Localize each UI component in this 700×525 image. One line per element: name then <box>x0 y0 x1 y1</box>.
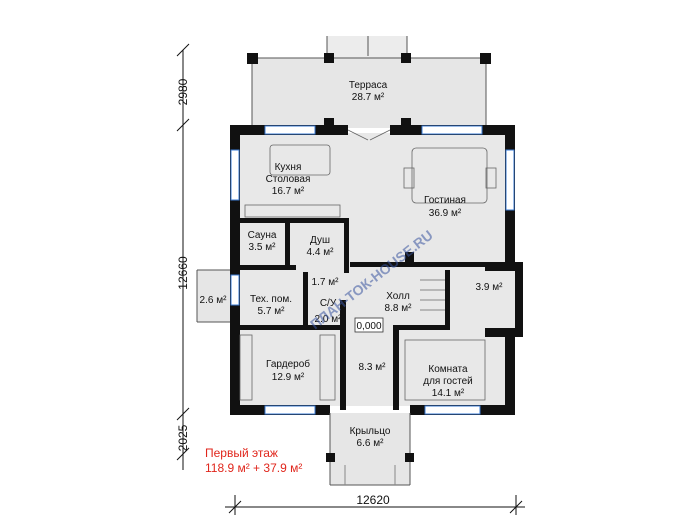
annex-floor <box>447 270 517 332</box>
tech-room-area: 5.7 м² <box>258 306 286 317</box>
shower-area: 4.4 м² <box>307 247 335 258</box>
wardrobe-area: 12.9 м² <box>272 372 305 383</box>
windows <box>230 125 515 415</box>
dim-left-top: 2980 <box>176 78 190 105</box>
dim-left-middle: 12660 <box>176 256 190 290</box>
kitchen-name-1: Кухня <box>275 162 302 173</box>
wc-name: С/У <box>320 298 337 309</box>
level-mark-box <box>354 317 384 333</box>
floor-title: Первый этаж <box>205 446 278 460</box>
level-mark: 0,000 <box>356 321 381 332</box>
dimension-lines <box>176 43 525 515</box>
porch-structure <box>326 413 414 486</box>
terrace-area: 28.7 м² <box>352 92 385 103</box>
tech-room-name: Тех. пом. <box>250 294 292 305</box>
sauna-area: 3.5 м² <box>249 242 277 253</box>
interior-walls <box>236 218 485 410</box>
wardrobe-name: Гардероб <box>266 358 310 370</box>
kitchen-area: 16.7 м² <box>272 186 305 197</box>
living-name: Гостиная <box>424 195 466 206</box>
floor-area-total: 118.9 м² + 37.9 м² <box>205 461 302 475</box>
terrace-floor <box>252 58 486 128</box>
sauna-name: Сауна <box>248 230 277 241</box>
terrace-columns <box>247 53 491 130</box>
guest-room-area: 14.1 м² <box>432 388 465 399</box>
guest-room-name-2: для гостей <box>423 376 472 387</box>
hall-name: Холл <box>386 291 410 302</box>
dim-left-bottom: 2025 <box>176 424 190 451</box>
furniture <box>239 129 497 401</box>
left-porch-area: 2.6 м² <box>200 295 228 306</box>
shower-name: Душ <box>310 235 330 246</box>
left-porch-structure <box>196 269 230 323</box>
porch-floor <box>330 413 410 485</box>
wc-area: 2.0 м² <box>315 314 343 325</box>
dim-bottom-width: 12620 <box>356 493 390 507</box>
terrace-name: Терраса <box>349 80 388 91</box>
porch-name: Крыльцо <box>350 426 391 437</box>
porch-area: 6.6 м² <box>357 438 385 449</box>
terrace-steps <box>327 36 407 58</box>
stair-room-area: 3.9 м² <box>476 282 504 293</box>
small-room-area: 1.7 м² <box>312 277 340 288</box>
left-porch-floor <box>197 270 235 322</box>
corridor-area: 8.3 м² <box>359 362 387 373</box>
floor-fills <box>197 36 517 485</box>
hall-area: 8.8 м² <box>385 303 413 314</box>
kitchen-name-2: Столовая <box>266 174 311 185</box>
guest-room-name-1: Комната <box>428 364 468 375</box>
living-area: 36.9 м² <box>429 208 462 219</box>
